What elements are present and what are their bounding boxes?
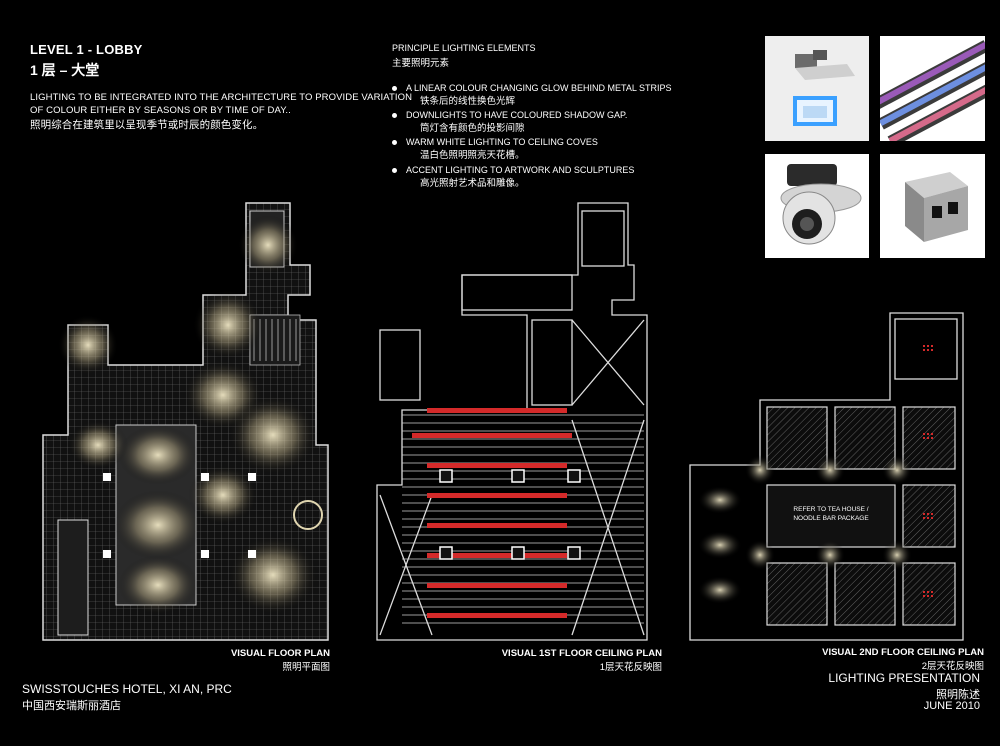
- element-item-3-cn: 温白色照明照亮天花槽。: [420, 150, 525, 161]
- fixture-photo-recessed-downlight: [765, 36, 869, 141]
- hotel-name: SWISSTOUCHES HOTEL, XI AN, PRC: [22, 682, 232, 696]
- elements-heading-cn: 主要照明元素: [392, 58, 450, 69]
- fixture-photo-accent-spotlight: [765, 154, 869, 258]
- plan-3-note-line-1: REFER TO TEA HOUSE /: [793, 506, 868, 513]
- page-title: LEVEL 1 - LOBBY: [30, 42, 143, 57]
- recessed-downlight-icon: [765, 36, 869, 141]
- hotel-name-cn: 中国西安瑞斯丽酒店: [22, 700, 121, 712]
- rgb-linear-led-strip-icon: [880, 36, 985, 141]
- plan-3-caption: VISUAL 2ND FLOOR CEILING PLAN: [822, 647, 984, 658]
- presentation-title-cn: 照明陈述: [936, 689, 980, 701]
- plan-2-caption: VISUAL 1ST FLOOR CEILING PLAN: [501, 648, 662, 659]
- presentation-date: JUNE 2010: [923, 700, 980, 712]
- visual-1st-floor-ceiling-plan: [372, 195, 662, 645]
- presentation-title: LIGHTING PRESENTATION: [828, 671, 980, 685]
- plan-1-caption-cn: 照明平面图: [282, 662, 330, 673]
- plan-1-caption: VISUAL FLOOR PLAN: [230, 648, 330, 659]
- visual-floor-plan: [18, 195, 348, 645]
- fixture-photo-square-downlight: [880, 154, 985, 258]
- intro-cn: 照明综合在建筑里以呈现季节或时辰的颜色变化。: [30, 119, 264, 131]
- intro-line-1: LIGHTING TO BE INTEGRATED INTO THE ARCHI…: [30, 92, 413, 103]
- element-item-1-cn: 铁条后的线性换色光辉: [420, 96, 516, 107]
- element-item-1: A LINEAR COLOUR CHANGING GLOW BEHIND MET…: [392, 83, 672, 93]
- visual-2nd-floor-ceiling-plan: REFER TO TEA HOUSE / NOODLE BAR PACKAGE: [685, 305, 975, 645]
- intro-line-2: OF COLOUR EITHER BY SEASONS OR BY TIME O…: [30, 105, 291, 116]
- adjustable-accent-spotlight-icon: [765, 154, 869, 258]
- element-item-2-cn: 筒灯含有颜色的投影间隙: [420, 123, 525, 134]
- plan-3-note-line-2: NOODLE BAR PACKAGE: [793, 515, 869, 522]
- plan-3-caption-cn: 2层天花反映图: [921, 661, 984, 672]
- page-title-cn: 1 层 – 大堂: [30, 62, 100, 78]
- element-item-3: WARM WHITE LIGHTING TO CEILING COVES: [392, 137, 598, 147]
- square-surface-downlight-icon: [880, 154, 985, 258]
- element-item-4: ACCENT LIGHTING TO ARTWORK AND SCULPTURE…: [391, 165, 635, 175]
- elements-heading: PRINCIPLE LIGHTING ELEMENTS: [392, 43, 536, 53]
- plan-2-caption-cn: 1层天花反映图: [599, 662, 662, 673]
- element-item-4-cn: 高光照射艺术品和雕像。: [420, 178, 525, 189]
- fixture-photo-led-strip: [880, 36, 985, 141]
- element-item-2: DOWNLIGHTS TO HAVE COLOURED SHADOW GAP.: [391, 110, 628, 120]
